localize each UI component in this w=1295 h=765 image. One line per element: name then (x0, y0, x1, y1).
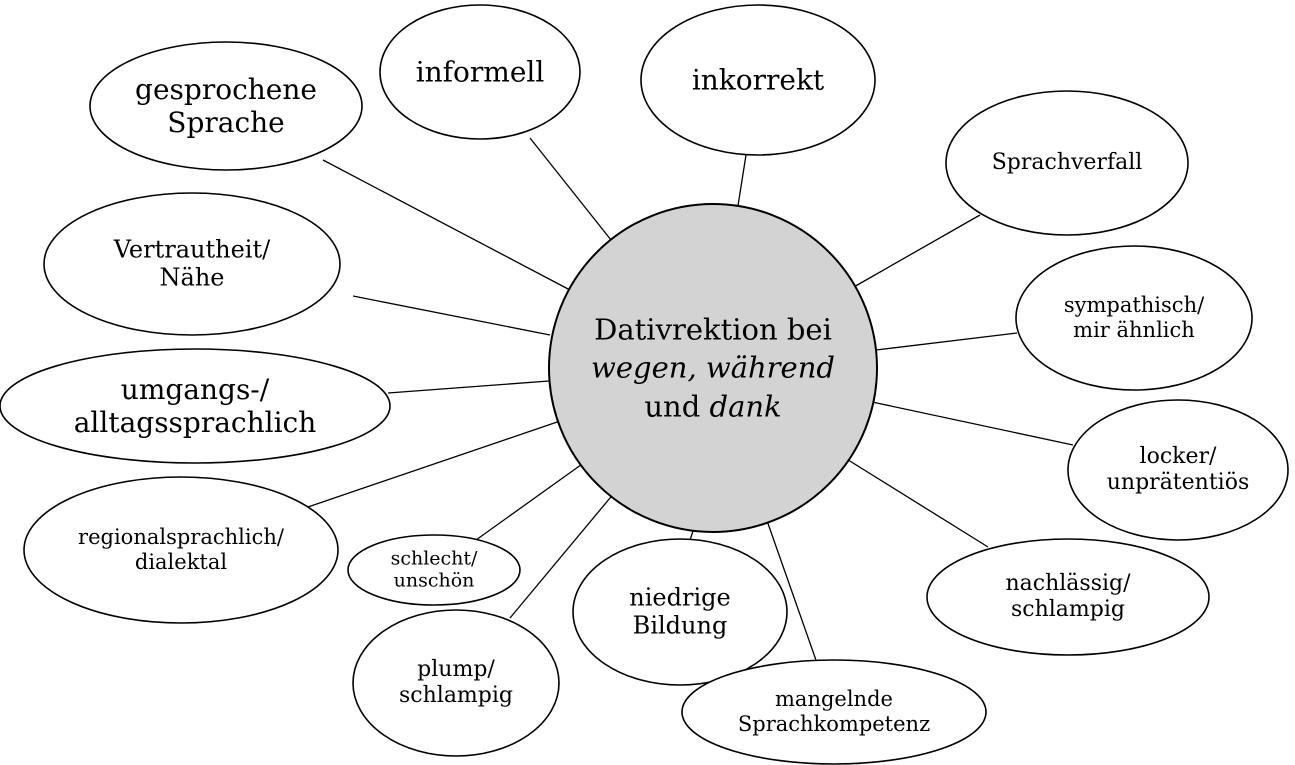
node-label-line: Vertrautheit/ (113, 235, 271, 264)
connector-sprachverfall (851, 214, 981, 289)
node-label-line: schlampig (1010, 597, 1125, 622)
node-gesprochene-sprache (89, 41, 363, 171)
node-label-schlecht: schlecht/unschön (391, 548, 478, 593)
node-sympathisch (1015, 245, 1253, 391)
node-label-line: gesprochene (135, 72, 317, 106)
node-sprachverfall (945, 90, 1189, 236)
node-label-locker: locker/unprätentiös (1107, 444, 1250, 496)
node-label-line: informell (415, 55, 545, 89)
connector-umgangssprachlich (387, 380, 550, 394)
node-label-informell: informell (416, 55, 545, 88)
center-label-line1: Dativrektion bei (594, 312, 832, 347)
node-label-line: schlecht/ (390, 547, 478, 570)
node-vertrautheit-naehe (43, 192, 341, 336)
node-label-line: umgangs-/ (120, 372, 270, 406)
connector-gesprochene-sprache (322, 159, 571, 291)
node-label-line: plump/ (417, 657, 495, 683)
node-schlecht (347, 534, 521, 606)
node-label-line: mir ähnlich (1073, 318, 1195, 342)
node-shapes (0, 4, 1289, 765)
node-label-line: unschön (393, 570, 475, 592)
connector-nachlaessig (844, 457, 989, 548)
node-niedrige-bildung (572, 538, 788, 686)
node-label-line: mangelnde (775, 687, 893, 712)
connector-sympathisch (875, 332, 1018, 351)
node-label-nachlaessig: nachlässig/schlampig (1005, 571, 1130, 623)
node-informell (379, 4, 581, 140)
node-label-line: Sprachverfall (991, 150, 1143, 176)
node-label-sprachverfall: Sprachverfall (992, 150, 1143, 176)
connector-niedrige-bildung (689, 530, 694, 541)
center-label-line3-italic: dank (709, 389, 782, 424)
node-label-line: Sprachkompetenz (737, 712, 931, 736)
node-label-line: niedrige (629, 583, 731, 612)
node-regionalsprachlich (23, 476, 339, 624)
node-label-line: dialektal (134, 550, 228, 574)
center-label-line3: und dank (591, 387, 835, 425)
node-label-line: nachlässig/ (1005, 571, 1131, 597)
connector-plump (509, 491, 616, 619)
connector-locker (871, 401, 1074, 446)
node-mangelnde-sprachkompetenz (681, 659, 987, 765)
node-label-line: Sprache (167, 106, 285, 139)
node-inkorrekt (640, 4, 876, 156)
node-label-line: alltagssprachlich (73, 406, 317, 439)
node-label-line: inkorrekt (691, 63, 825, 97)
connector-regionalsprachlich (304, 419, 564, 509)
node-label-umgangssprachlich: umgangs-/alltagssprachlich (74, 373, 317, 439)
connector-inkorrekt (736, 154, 747, 213)
center-label-line3-plain: und (644, 389, 710, 424)
node-label-inkorrekt: inkorrekt (692, 63, 824, 96)
center-label-line2: wegen, während (591, 350, 835, 385)
connector-lines (304, 137, 1074, 664)
node-label-line: regionalsprachlich/ (78, 525, 284, 550)
node-label-line: unprätentiös (1106, 470, 1250, 495)
center-node (548, 203, 878, 533)
connector-schlecht (475, 461, 586, 541)
node-label-line: schlampig (399, 683, 513, 708)
node-label-sympathisch: sympathisch/mir ähnlich (1064, 293, 1204, 343)
connector-mangelnde-sprachkompetenz (764, 514, 818, 664)
node-locker (1067, 399, 1289, 541)
node-label-line: locker/ (1139, 444, 1217, 470)
node-umgangssprachlich (0, 348, 391, 464)
node-plump (352, 609, 560, 757)
node-label-plump: plump/schlampig (399, 657, 513, 709)
connector-informell (529, 137, 616, 246)
node-label-regionalsprachlich: regionalsprachlich/dialektal (78, 525, 284, 575)
connector-vertrautheit-naehe (352, 295, 551, 336)
node-label-line: Bildung (632, 612, 728, 640)
node-label-line: sympathisch/ (1063, 293, 1205, 318)
node-label-vertrautheit-naehe: Vertrautheit/Nähe (114, 236, 270, 293)
node-label-line: Nähe (159, 264, 225, 292)
node-nachlaessig (926, 538, 1210, 656)
